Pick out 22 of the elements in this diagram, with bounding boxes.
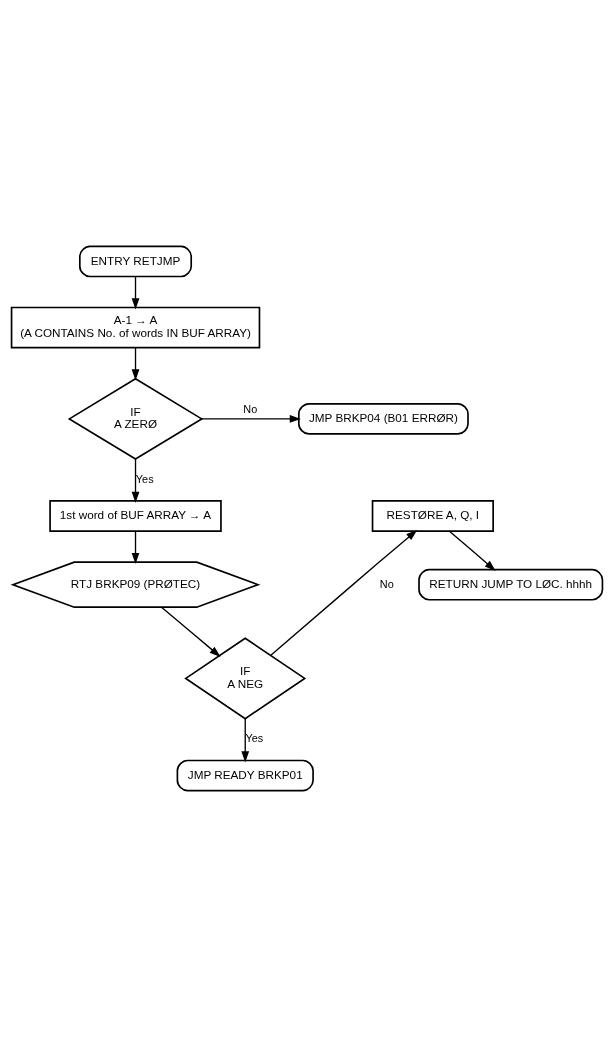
edge-label: No [379,577,394,590]
node-box: A-1 → A (A CONTAINS No. of words IN BUF ARRAY) [10,306,261,349]
node-box: JMP BRKP04 (B01 ERRØR) [298,402,469,435]
arrow [131,458,140,503]
arrow [201,415,301,423]
node-box: RESTØRE A, Q, I [371,500,494,532]
edge-label: No [243,403,258,416]
arrow [131,530,140,564]
node-diamond: IF A ZERØ [67,377,204,461]
edge-label: Yes [245,732,264,745]
arrow [131,275,140,310]
arrow [131,347,140,381]
node-box: ENTRY RETJMP [78,245,193,278]
arrow [160,606,221,657]
arrow [449,530,496,571]
edge-label: Yes [135,472,154,485]
arrow [241,718,250,763]
node-box: RETURN JUMP TO LØC. hhhh [418,568,604,601]
arrow [270,529,418,657]
node-diamond: IF A NEG [184,637,307,720]
node-box: 1st word of BUF ARRAY → A [49,500,222,532]
node-box: JMP READY BRKP01 [176,759,314,792]
